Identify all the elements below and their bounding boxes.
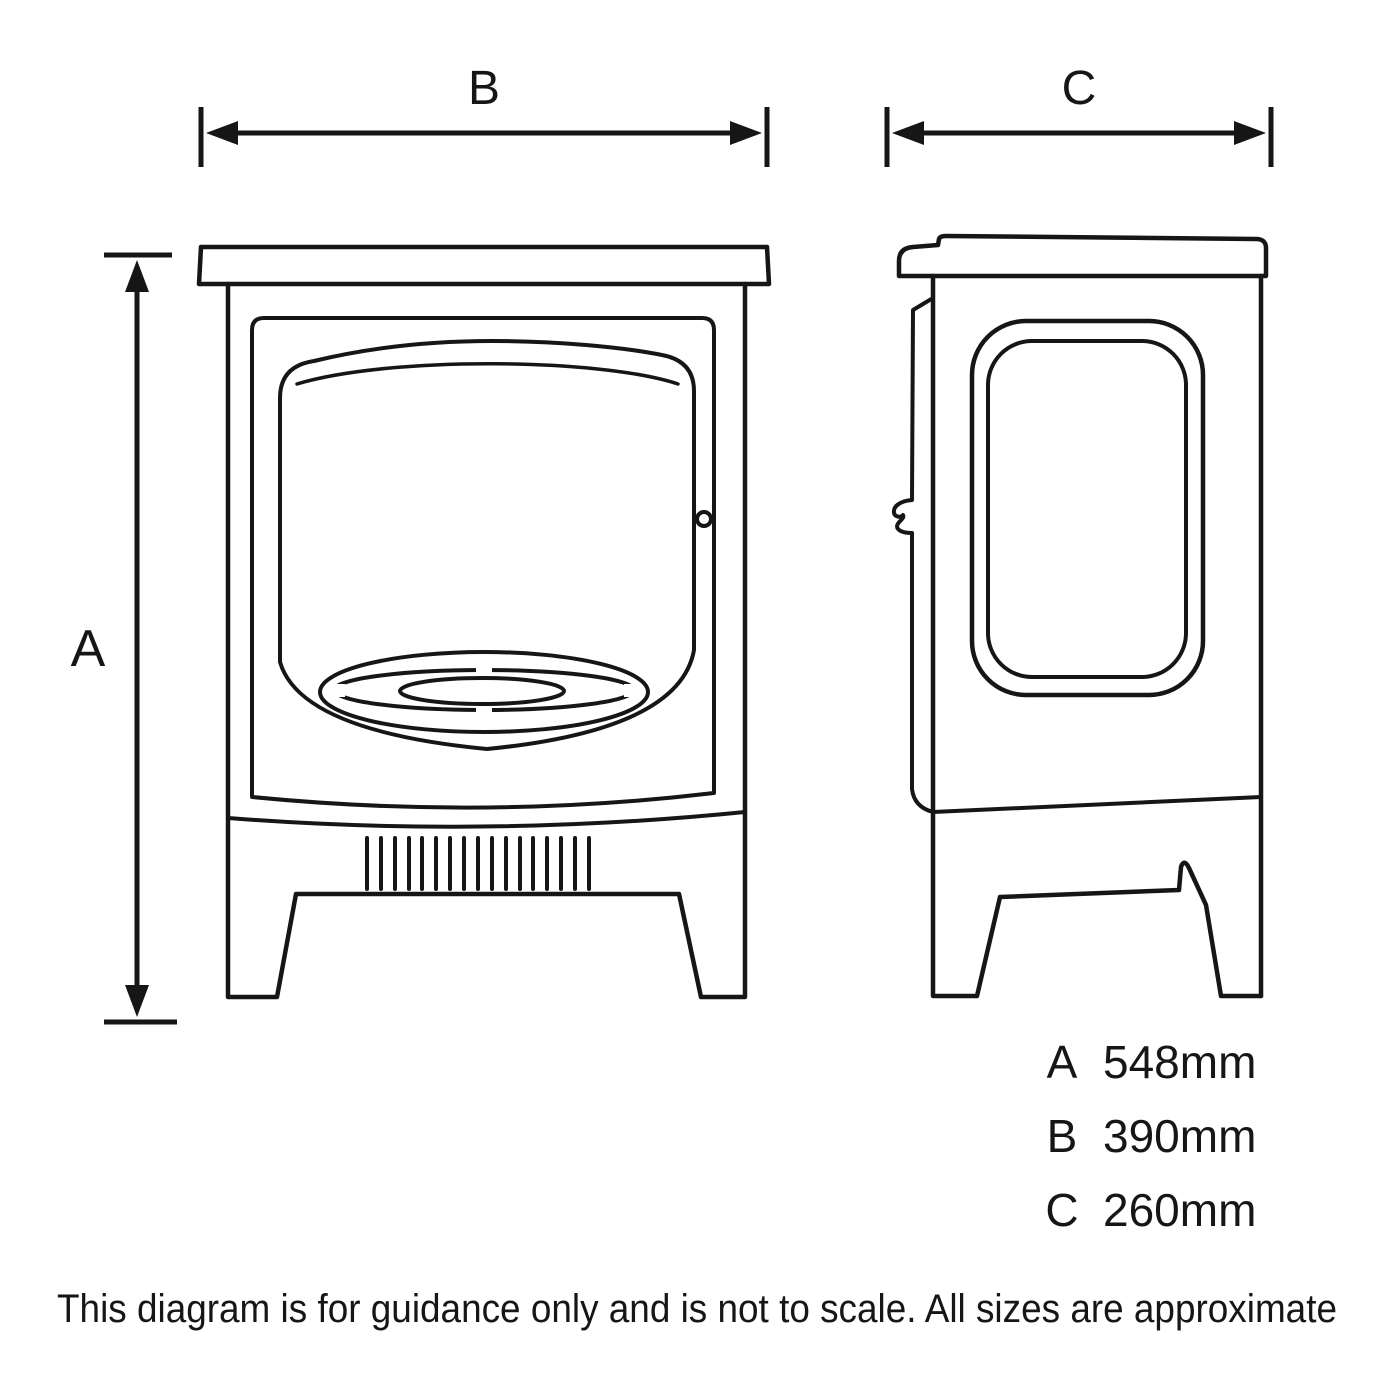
stove-side-view [891, 233, 1269, 999]
front-top-plate [196, 244, 772, 287]
legend: A 548mm B 390mm C 260mm [1045, 1036, 1256, 1236]
legend-row: C 260mm [1045, 1184, 1256, 1236]
legend-row: A 548mm [1047, 1036, 1257, 1088]
side-door-edge-and-latch [891, 296, 935, 814]
fuel-bed-center-ellipse [398, 676, 566, 706]
legend-row: B 390mm [1047, 1110, 1257, 1162]
front-glass-inner-line [295, 362, 680, 386]
front-door-frame [250, 316, 716, 810]
legend-letter-c: C [1045, 1184, 1078, 1236]
side-legs [930, 809, 1264, 999]
dim-c-arrow-left-icon [892, 121, 924, 145]
legend-value-a: 548mm [1103, 1036, 1256, 1088]
front-base-line [226, 810, 747, 829]
dimension-c: C [884, 62, 1274, 167]
side-panel-outer [969, 318, 1206, 698]
dimension-a: A [71, 252, 177, 1025]
stove-front-view [196, 244, 772, 1000]
front-fuel-bed [318, 650, 650, 734]
dim-b-arrow-right-icon [730, 121, 762, 145]
dim-c-arrow-right-icon [1234, 121, 1266, 145]
dim-c-label: C [1062, 62, 1097, 115]
dim-a-label: A [71, 620, 106, 678]
legend-value-c: 260mm [1103, 1184, 1256, 1236]
legend-value-b: 390mm [1103, 1110, 1256, 1162]
front-vent-grille [365, 836, 591, 891]
dim-b-label: B [468, 62, 500, 115]
front-door-knob [695, 510, 713, 528]
fuel-bed-ring-gaps [330, 662, 639, 718]
dim-a-arrow-up-icon [125, 260, 149, 292]
legend-letter-b: B [1047, 1110, 1078, 1162]
front-body-and-legs [225, 281, 748, 1000]
side-base-line [931, 795, 1263, 814]
legend-letter-a: A [1047, 1036, 1078, 1088]
front-door-glass [278, 339, 696, 751]
fuel-bed-outer-ellipse [318, 650, 650, 734]
disclaimer-text: This diagram is for guidance only and is… [57, 1287, 1337, 1331]
dim-b-arrow-left-icon [206, 121, 238, 145]
side-panel-inner [986, 339, 1188, 679]
side-top-plate [896, 233, 1269, 279]
dimension-b: B [198, 62, 770, 167]
dim-a-arrow-down-icon [125, 985, 149, 1017]
